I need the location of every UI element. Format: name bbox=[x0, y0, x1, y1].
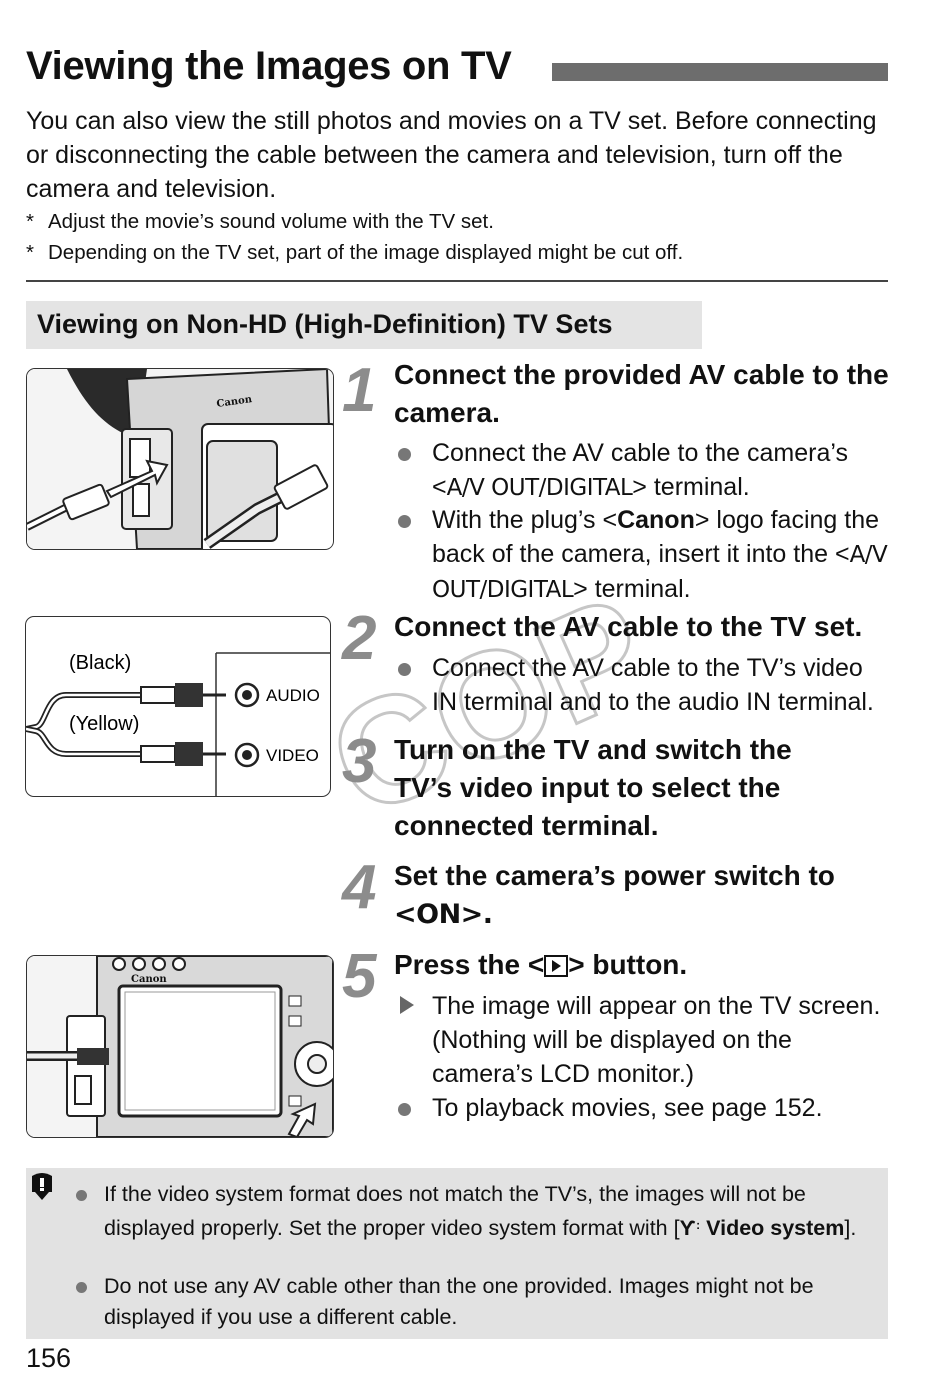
step-title-text: Press the < bbox=[394, 949, 545, 980]
section-header: Viewing on Non-HD (High-Definition) TV S… bbox=[26, 301, 702, 349]
caution-text: ]. bbox=[844, 1216, 857, 1240]
figure-camera-back-playback: Canon bbox=[26, 955, 334, 1138]
step-bullet: To playback movies, see page 152. bbox=[398, 1091, 888, 1125]
section-heading: Viewing on Non-HD (High-Definition) TV S… bbox=[37, 309, 613, 339]
caution-item: If the video system format does not matc… bbox=[76, 1179, 876, 1244]
note-1: * Adjust the movie’s sound volume with th… bbox=[26, 208, 494, 236]
step-title-text: Set the camera’s power switch to bbox=[394, 860, 835, 891]
bullet-text: Connect the AV cable to the TV’s video I… bbox=[432, 654, 874, 716]
audio-jack-label: AUDIO bbox=[266, 686, 320, 705]
bullet-dot bbox=[398, 515, 411, 528]
step-number: 4 bbox=[342, 853, 377, 922]
note-text: Adjust the movie’s sound volume with the… bbox=[48, 210, 494, 233]
bullet-text: Connect the AV cable to the camera’s bbox=[432, 439, 848, 467]
bullet-text: With the plug’s < bbox=[432, 506, 618, 534]
note-marker: * bbox=[26, 210, 34, 233]
step-title: Set the camera’s power switch to <ON>. bbox=[394, 857, 889, 934]
video-jack-label: VIDEO bbox=[266, 746, 319, 765]
caution-box bbox=[26, 1168, 888, 1339]
caution-text: Do not use any AV cable other than the o… bbox=[104, 1274, 814, 1329]
step-bullet: Connect the AV cable to the TV’s video I… bbox=[398, 651, 888, 719]
page-number: 156 bbox=[26, 1343, 72, 1373]
bullet-dot bbox=[398, 663, 411, 676]
step-title: Press the < > button. bbox=[394, 946, 894, 984]
caution-icon bbox=[32, 1173, 52, 1200]
note-text: Depending on the TV set, part of the ima… bbox=[48, 241, 684, 264]
step-title: Turn on the TV and switch the TV’s video… bbox=[394, 734, 792, 841]
bullet-text: > terminal. bbox=[573, 575, 691, 603]
note-marker: * bbox=[26, 241, 34, 264]
step-number: 5 bbox=[342, 942, 377, 1011]
av-cable-diagram: (Black) (Yellow) AUDIO VIDEO bbox=[26, 652, 330, 796]
power-on-label: <ON>. bbox=[394, 899, 493, 930]
brand-name: Canon bbox=[617, 506, 695, 534]
title-decoration-bar bbox=[552, 63, 888, 81]
setup-menu-icon: Ƴ: bbox=[679, 1216, 701, 1240]
step-title: Connect the AV cable to the TV set. bbox=[394, 611, 863, 642]
result-text: The image will appear on the TV screen. … bbox=[432, 992, 881, 1088]
brand-logo: Canon bbox=[216, 394, 254, 410]
bullet-text: > logo facing the back of the camera, in… bbox=[432, 506, 880, 568]
bullet-dot bbox=[76, 1190, 87, 1201]
step-title-text: > button. bbox=[568, 949, 688, 980]
caution-text: If the video system format does not matc… bbox=[104, 1182, 806, 1240]
bullet-dot bbox=[76, 1282, 87, 1293]
intro-paragraph: You can also view the still photos and m… bbox=[26, 107, 877, 203]
bullet-text: To playback movies, see page 152. bbox=[432, 1094, 823, 1122]
step-title: Connect the provided AV cable to the cam… bbox=[394, 359, 889, 428]
black-plug-label: (Black) bbox=[69, 652, 131, 674]
result-arrow-icon bbox=[400, 996, 414, 1014]
divider bbox=[26, 280, 888, 282]
step-bullet: Connect the AV cable to the camera’s<A/V… bbox=[398, 436, 888, 505]
step-number: 1 bbox=[342, 356, 377, 425]
bullet-dot bbox=[398, 448, 411, 461]
bullet-dot bbox=[398, 1103, 411, 1116]
step-bullet: With the plug’s <Canon> logo facing the … bbox=[398, 503, 888, 607]
step-result: The image will appear on the TV screen. … bbox=[398, 989, 888, 1091]
step-number: 3 bbox=[342, 727, 377, 796]
terminal-label: A/V OUT/DIGITAL bbox=[432, 542, 888, 603]
yellow-plug-label: (Yellow) bbox=[69, 713, 139, 735]
bullet-text: terminal. bbox=[646, 473, 750, 501]
note-2: * Depending on the TV set, part of the im… bbox=[26, 239, 683, 267]
page-title: Viewing the Images on TV bbox=[26, 44, 512, 88]
caution-item: Do not use any AV cable other than the o… bbox=[76, 1271, 876, 1333]
figure-camera-side-terminal: Canon bbox=[26, 368, 334, 550]
terminal-label: A/V OUT/DIGITAL bbox=[446, 475, 633, 501]
figure-av-cable-diagram: (Black) (Yellow) AUDIO VIDEO bbox=[25, 616, 331, 797]
brand-logo: Canon bbox=[131, 974, 167, 985]
playback-icon bbox=[544, 955, 569, 977]
step-number: 2 bbox=[342, 604, 377, 673]
menu-item-name: Video system bbox=[706, 1216, 845, 1240]
